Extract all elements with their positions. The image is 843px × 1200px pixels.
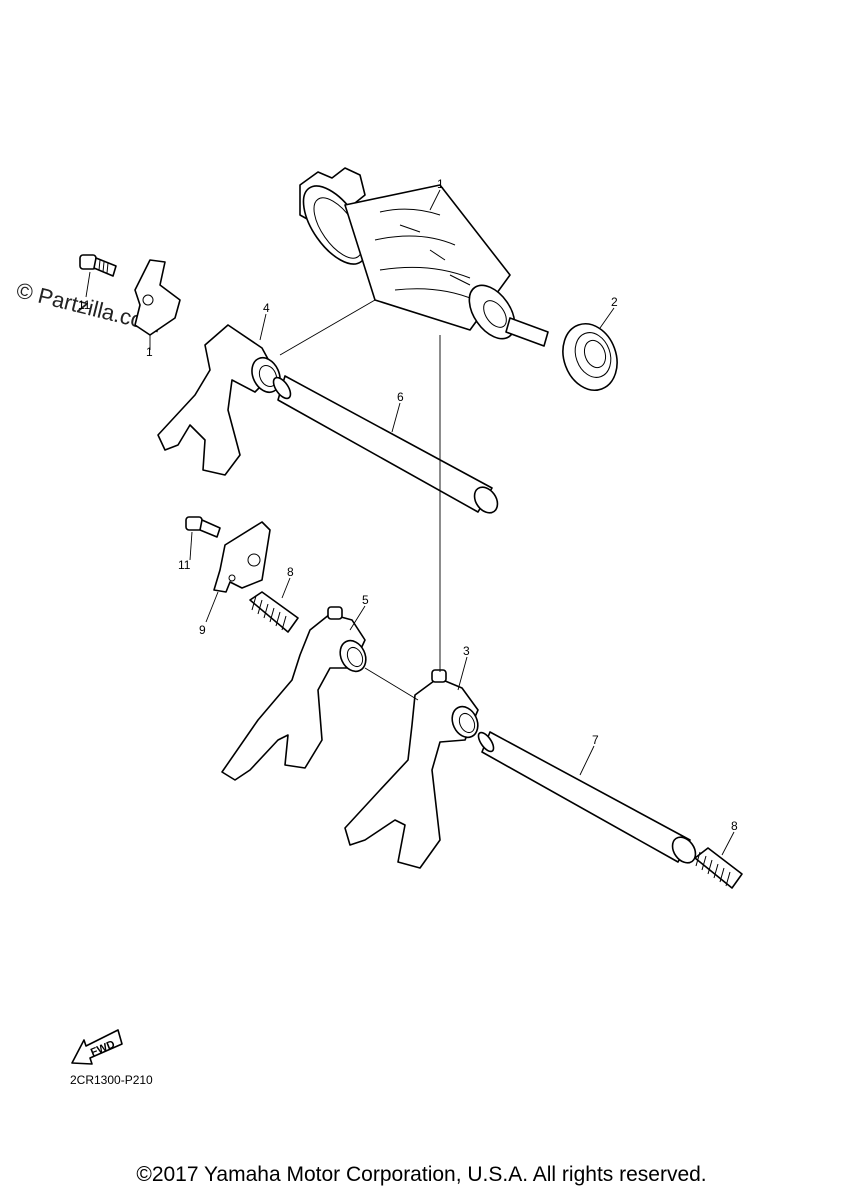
callout-7: 7 [592, 733, 599, 747]
guide-bar-7-part [477, 731, 697, 864]
callouts: 1 2 3 4 5 6 7 8 8 9 1 11 11 [78, 177, 738, 833]
callout-11-lower: 11 [178, 558, 191, 572]
bolt-lower-part [185, 516, 221, 538]
callout-6: 6 [397, 390, 404, 404]
diagram-code: 2CR1300-P210 [70, 1073, 153, 1087]
stopper-plate-upper-part [134, 259, 181, 336]
copyright-notice: ©2017 Yamaha Motor Corporation, U.S.A. A… [136, 1163, 707, 1186]
fwd-arrow-icon: FWD [71, 1029, 123, 1065]
shift-fork-5-part [221, 606, 367, 781]
callout-11-upper: 11 [78, 298, 91, 312]
assembly-lines [279, 299, 441, 701]
callout-3: 3 [463, 644, 470, 658]
callout-5: 5 [362, 593, 369, 607]
bolt-upper-part [79, 254, 117, 277]
spring-upper-part [249, 591, 299, 633]
callout-8-upper: 8 [287, 565, 294, 579]
guide-bar-6-part [272, 375, 499, 514]
callout-1: 1 [437, 177, 444, 191]
callout-8-lower: 8 [731, 819, 738, 833]
shift-fork-3-part [344, 669, 479, 869]
callout-2: 2 [611, 295, 618, 309]
shift-fork-4-part [157, 324, 281, 476]
callout-9: 9 [199, 623, 206, 637]
bearing-part [562, 323, 618, 391]
callout-plate-upper: 1 [146, 345, 153, 359]
stopper-plate-lower-part [213, 521, 271, 593]
spring-lower-part [694, 847, 743, 889]
callout-4: 4 [263, 301, 270, 315]
leader-lines [85, 189, 735, 856]
shift-cam-part [299, 167, 549, 347]
